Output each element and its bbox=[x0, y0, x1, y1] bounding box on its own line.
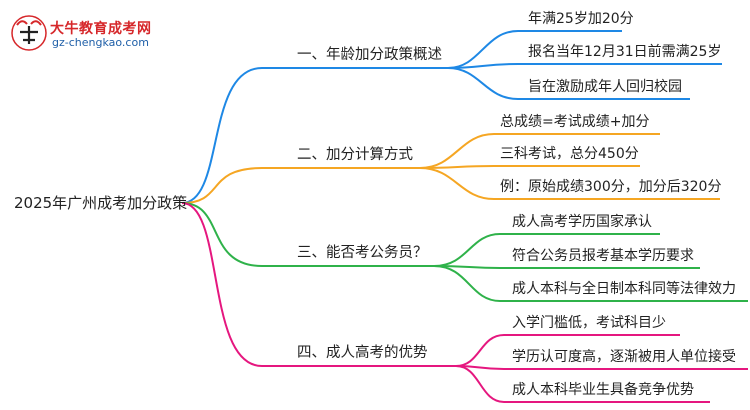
branch-3-leaf-3: 成人本科与全日制本科同等法律效力 bbox=[512, 281, 736, 297]
connector-branch-1-leaf-1 bbox=[447, 30, 622, 69]
logo-title: 大牛教育成考网 bbox=[50, 21, 152, 37]
branch-2-label: 二、加分计算方式 bbox=[297, 147, 413, 163]
connector-branch-4-leaf-2 bbox=[455, 365, 748, 370]
branch-1-leaf-3: 旨在激励成年人回归校园 bbox=[528, 79, 682, 95]
logo-url: gz-chengkao.com bbox=[52, 36, 149, 49]
connector-branch-1-leaf-2 bbox=[447, 63, 722, 69]
root-topic: 2025年广州成考加分政策 bbox=[14, 194, 188, 212]
branch-3-label: 三、能否考公务员？ bbox=[297, 245, 428, 261]
connector-branch-1-leaf-3 bbox=[447, 67, 690, 100]
branch-2-leaf-3: 例：原始成绩300分，加分后320分 bbox=[500, 179, 722, 195]
connector-root-branch-4 bbox=[181, 202, 456, 367]
connector-branch-4-leaf-3 bbox=[455, 365, 710, 403]
branch-2-leaf-1: 总成绩=考试成绩+加分 bbox=[500, 114, 650, 130]
connector-branch-2-leaf-2 bbox=[419, 165, 640, 169]
connector-root-branch-3 bbox=[181, 202, 434, 267]
connector-root-branch-2 bbox=[181, 167, 420, 204]
connector-root-branch-1 bbox=[181, 67, 448, 204]
branch-3-leaf-1: 成人高考学历国家承认 bbox=[512, 214, 652, 230]
connector-branch-3-leaf-1 bbox=[433, 233, 660, 267]
connector-branch-3-leaf-3 bbox=[433, 265, 748, 302]
connector-branch-2-leaf-3 bbox=[419, 167, 720, 200]
branch-1-leaf-1: 年满25岁加20分 bbox=[528, 11, 634, 27]
connector-branch-2-leaf-1 bbox=[419, 133, 660, 169]
branch-4-leaf-1: 入学门槛低，考试科目少 bbox=[512, 315, 666, 331]
branch-1-label: 一、年龄加分政策概述 bbox=[297, 47, 442, 63]
branch-4-leaf-3: 成人本科毕业生具备竞争优势 bbox=[512, 382, 694, 398]
connector-branch-3-leaf-2 bbox=[433, 265, 700, 269]
branch-3-leaf-2: 符合公务员报考基本学历要求 bbox=[512, 248, 694, 264]
site-logo[interactable]: 大牛教育成考网 gz-chengkao.com bbox=[10, 14, 180, 54]
bull-logo-icon bbox=[11, 15, 47, 51]
branch-1-leaf-2: 报名当年12月31日前需满25岁 bbox=[528, 44, 722, 60]
branch-4-label: 四、成人高考的优势 bbox=[297, 345, 428, 361]
branch-2-leaf-2: 三科考试，总分450分 bbox=[500, 146, 639, 162]
branch-4-leaf-2: 学历认可度高，逐渐被用人单位接受 bbox=[512, 349, 736, 365]
connector-branch-4-leaf-1 bbox=[455, 334, 680, 367]
